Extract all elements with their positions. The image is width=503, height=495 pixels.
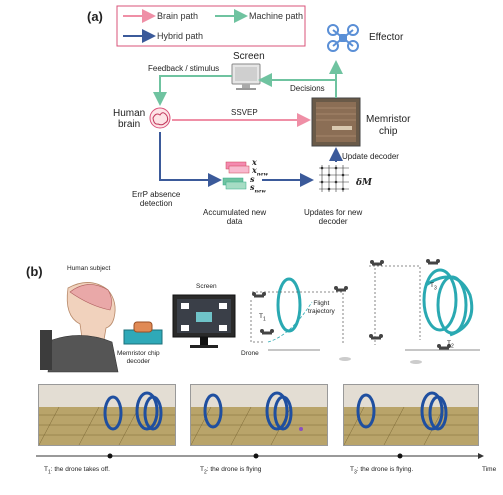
accumulated-data-icon — [222, 161, 250, 190]
panel-label-a: (a) — [87, 9, 103, 24]
panel-b-screen-icon — [172, 294, 236, 348]
brain-icon — [149, 107, 171, 129]
trajectory-loops — [422, 268, 474, 337]
errp-arrow — [159, 132, 222, 187]
timeline-dot-2 — [253, 453, 259, 459]
t3-label: T3 — [430, 282, 437, 292]
timeline-event-2: T2: the drone is flying — [200, 466, 262, 476]
feedback-arrow — [153, 75, 232, 106]
panel-b-screen-label: Screen — [196, 283, 217, 290]
legend-hybrid-label: Hybrid path — [157, 31, 204, 41]
x-symbol: x — [252, 157, 257, 167]
memristor-chip-label: Memristor chip — [366, 114, 411, 137]
feedback-label: Feedback / stimulus — [148, 64, 220, 73]
flight-trajectory-label: Flight trajectory — [308, 300, 335, 315]
flight-trajectory-diagram — [250, 265, 480, 351]
timeline-dot-1 — [107, 453, 113, 459]
timeline-dot-3 — [397, 453, 403, 459]
timeline-event-3: T3: the drone is flying. — [350, 466, 414, 476]
accumulated-data-label: Accumulated new data — [203, 208, 267, 226]
effector-drone-icon — [327, 24, 359, 52]
human-subject-label: Human subject — [67, 265, 111, 272]
photo-t1 — [38, 384, 176, 446]
drone-shadows — [339, 357, 422, 364]
memristor-chip-icon — [311, 97, 361, 147]
photo-t2 — [190, 384, 328, 446]
legend-brain-label: Brain path — [157, 11, 199, 21]
timeline-time-label: Time — [482, 466, 497, 473]
human-subject-illustration — [40, 282, 119, 373]
photo-t3 — [343, 384, 479, 446]
updates-decoder-label: Updates for new decoder — [304, 208, 363, 226]
timeline-event-1: T1: the drone takes off. — [44, 466, 110, 476]
t2-label: T2 — [447, 340, 454, 350]
decisions-label: Decisions — [290, 84, 325, 93]
memristor-decoder-label: Memristor chip decoder — [117, 350, 160, 365]
screen-label: Screen — [233, 51, 265, 62]
human-brain-label: Human brain — [113, 108, 146, 130]
update-decoder-label: Update decoder — [342, 152, 399, 161]
small-drone-icons — [252, 259, 451, 350]
screen-monitor-icon — [231, 63, 261, 90]
s-new-symbol: snew — [250, 182, 266, 195]
legend-machine-label: Machine path — [249, 11, 304, 21]
effector-label: Effector — [369, 32, 404, 43]
panel-label-b: (b) — [26, 264, 43, 279]
memristor-decoder-board — [123, 321, 163, 345]
s-symbol: s — [250, 174, 255, 184]
x-new-symbol: xnew — [252, 165, 268, 178]
t1-label: T1 — [259, 313, 266, 323]
drone-label: Drone — [241, 350, 259, 357]
delta-m-symbol: δM — [356, 178, 372, 188]
crossbar-update-icon — [319, 165, 349, 192]
ssvep-label: SSVEP — [231, 108, 258, 117]
errp-label: ErrP absence detection — [132, 190, 181, 208]
